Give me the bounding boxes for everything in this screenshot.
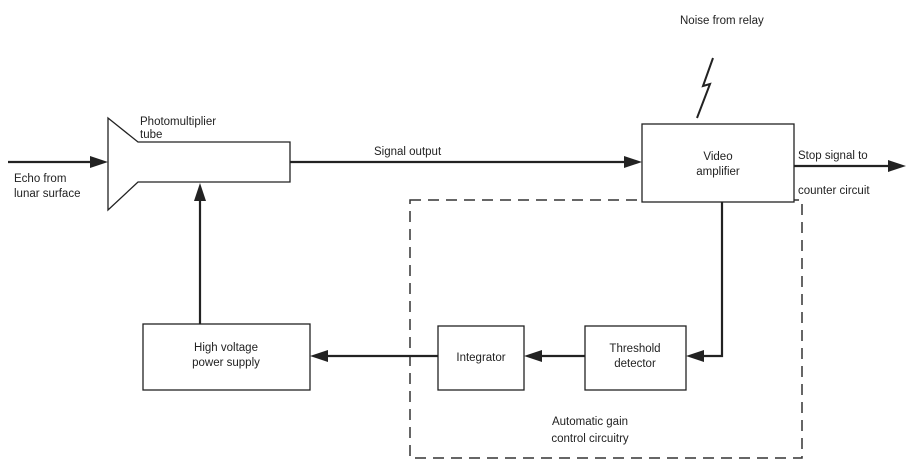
integrator-box: [437, 325, 525, 391]
integrator-to-hv-arrow: [310, 350, 328, 362]
noise-label: Noise from relay: [680, 15, 764, 27]
agc-label-line2: control circuitry: [551, 433, 629, 445]
video-amplifier-box: [641, 123, 795, 203]
signal-output-label: Signal output: [374, 146, 442, 158]
threshold-detector-label-line1: Threshold: [609, 343, 660, 355]
pmt-label-line2: tube: [140, 129, 162, 141]
signal-output-arrow: [624, 156, 642, 168]
threshold-detector-label-line2: detector: [614, 358, 656, 370]
video-amplifier-label-line2: amplifier: [696, 166, 740, 178]
echo-label-line1: Echo from: [14, 173, 66, 185]
stop-signal-arrow: [888, 160, 906, 172]
amp-to-threshold-line: [702, 202, 724, 358]
hv-supply-label-line1: High voltage: [194, 342, 258, 354]
integrator-label: Integrator: [456, 352, 505, 364]
echo-input-arrow: [90, 156, 108, 168]
hv-to-pmt-arrow: [194, 183, 206, 201]
echo-label-line2: lunar surface: [14, 188, 80, 200]
stop-signal-label-line1: Stop signal to: [798, 150, 868, 162]
video-amplifier-label-line1: Video: [703, 151, 732, 163]
amp-to-threshold-arrow: [686, 350, 704, 362]
threshold-to-integrator-arrow: [524, 350, 542, 362]
photomultiplier-tube: [107, 116, 291, 212]
lightning-icon: [696, 57, 714, 119]
agc-region: [409, 199, 803, 459]
hv-supply-label-line2: power supply: [192, 357, 260, 369]
hv-supply-box: [142, 323, 311, 391]
agc-label-line1: Automatic gain: [552, 416, 628, 428]
stop-signal-label-line2: counter circuit: [798, 185, 870, 197]
pmt-label-line1: Photomultiplier: [140, 116, 216, 128]
threshold-detector-box: [584, 325, 687, 391]
